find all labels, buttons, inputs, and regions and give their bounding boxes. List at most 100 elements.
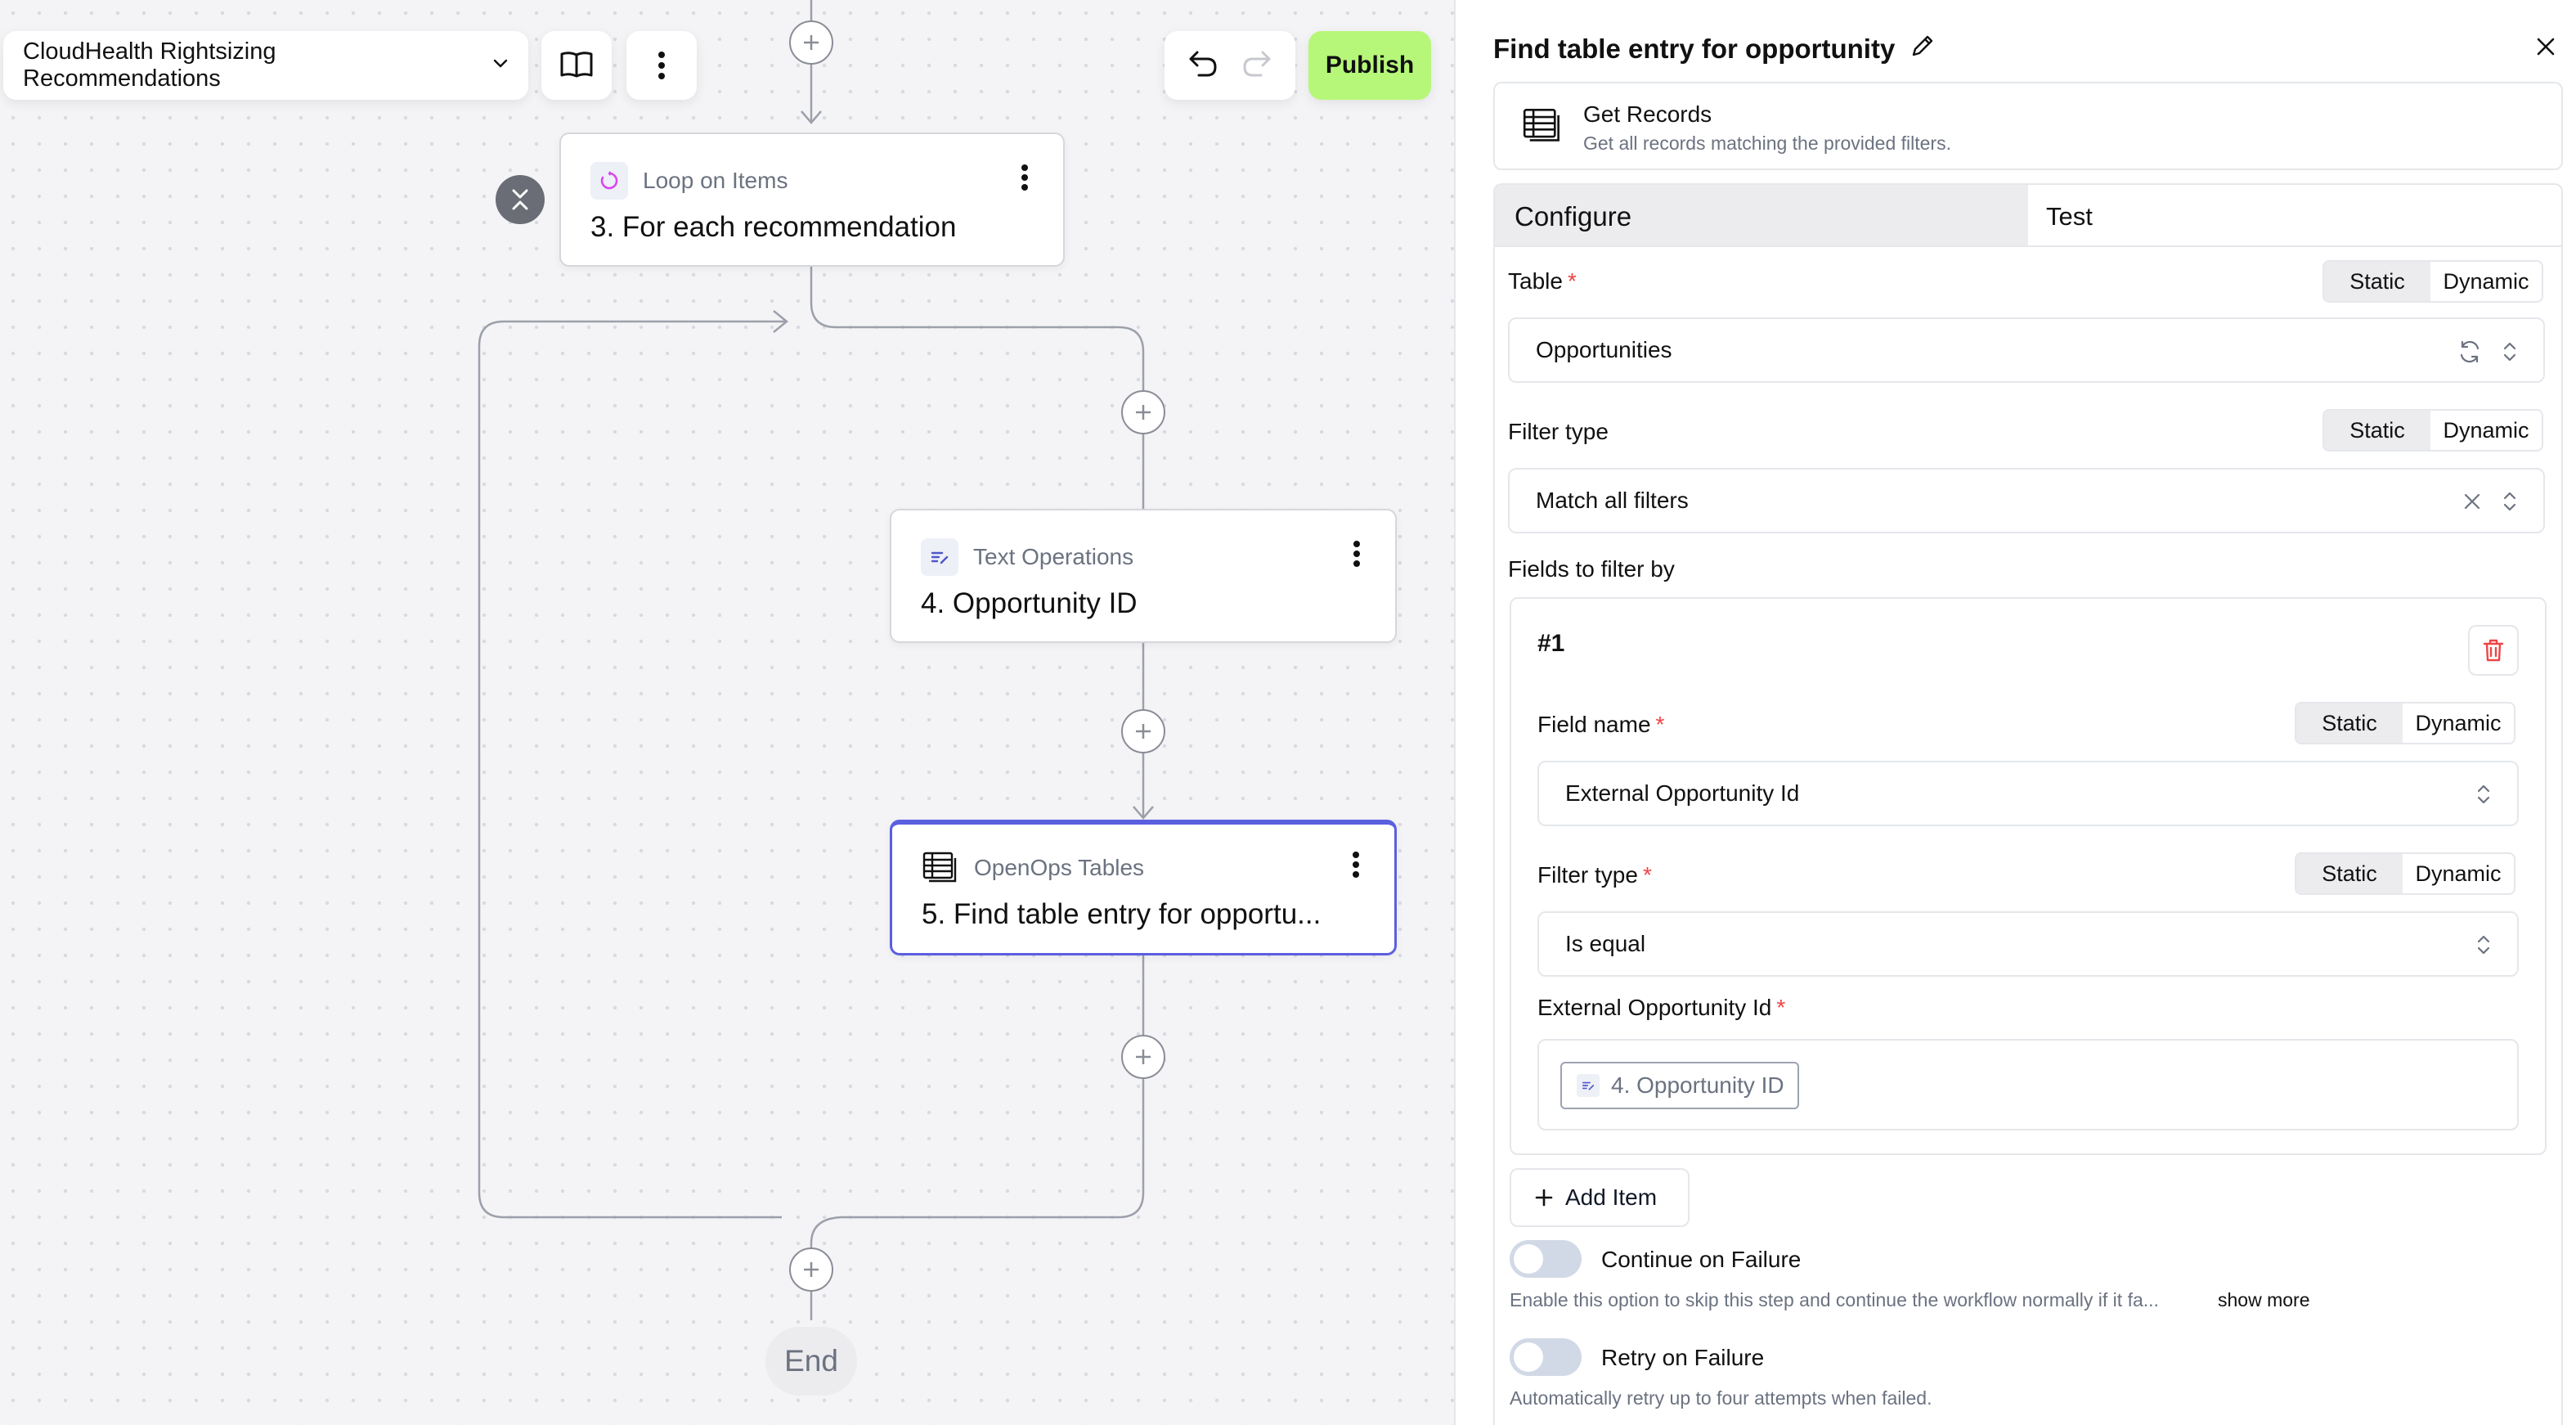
inner-filter-type-mode-toggle: Static Dynamic xyxy=(2295,852,2515,895)
action-name: Get Records xyxy=(1583,101,1712,127)
step-card-loop[interactable]: Loop on Items 3. For each recommendation xyxy=(559,133,1065,267)
field-name-select[interactable]: External Opportunity Id xyxy=(1537,761,2519,826)
edit-title-button[interactable] xyxy=(1910,33,1936,65)
add-item-label: Add Item xyxy=(1565,1185,1658,1210)
value-label: External Opportunity Id* xyxy=(1537,995,1786,1020)
table-select-value: Opportunities xyxy=(1536,337,1672,362)
inner-filter-type-select[interactable]: Is equal xyxy=(1537,911,2519,977)
undo-icon xyxy=(1189,51,1217,76)
table-label: Table* xyxy=(1508,268,1577,294)
show-more-link[interactable]: show more xyxy=(2218,1289,2310,1310)
retry-on-failure-switch[interactable] xyxy=(1510,1338,1582,1376)
panel-title-text: Find table entry for opportunity xyxy=(1493,34,1896,64)
action-description: Get all records matching the provided fi… xyxy=(1583,133,1951,154)
chevron-down-icon xyxy=(491,52,510,79)
table-icon xyxy=(1523,108,1562,148)
clear-icon[interactable] xyxy=(2462,491,2483,512)
static-option[interactable]: Static xyxy=(2296,704,2403,743)
flow-title-text: CloudHealth Rightsizing Recommendations xyxy=(23,38,276,92)
add-step-button[interactable] xyxy=(1121,709,1165,753)
delete-filter-button[interactable] xyxy=(2468,625,2519,676)
dynamic-option[interactable]: Dynamic xyxy=(2415,861,2502,886)
plus-icon xyxy=(1136,405,1151,420)
text-operations-icon xyxy=(921,538,958,576)
static-option[interactable]: Static xyxy=(2296,854,2403,893)
trash-icon xyxy=(2483,639,2504,662)
book-open-icon xyxy=(560,52,593,78)
field-name-select-value: External Opportunity Id xyxy=(1565,780,1800,806)
step-title: 3. For each recommendation xyxy=(590,211,957,243)
kebab-menu-icon xyxy=(1021,164,1028,191)
step-card-openops-tables[interactable]: OpenOps Tables 5. Find table entry for o… xyxy=(890,820,1397,955)
panel-tabs: Configure Test xyxy=(1493,183,2563,247)
kebab-menu-icon xyxy=(1353,852,1359,878)
retry-on-failure-hint: Automatically retry up to four attempts … xyxy=(1510,1387,1932,1409)
table-icon xyxy=(922,849,959,887)
filter-item-group: #1 Field name* Static Dynamic External O… xyxy=(1510,597,2547,1155)
text-operations-icon xyxy=(1577,1074,1600,1097)
continue-on-failure-switch[interactable] xyxy=(1510,1240,1582,1278)
close-panel-button[interactable] xyxy=(2535,36,2556,61)
table-mode-toggle: Static Dynamic xyxy=(2322,260,2543,303)
plus-icon xyxy=(1136,1050,1151,1064)
plus-icon xyxy=(804,35,819,50)
dynamic-option[interactable]: Dynamic xyxy=(2443,417,2529,443)
field-name-mode-toggle: Static Dynamic xyxy=(2295,702,2515,744)
flow-title-dropdown[interactable]: CloudHealth Rightsizing Recommendations xyxy=(3,31,528,100)
kebab-menu-icon xyxy=(658,52,665,79)
add-item-button[interactable]: Add Item xyxy=(1510,1168,1690,1227)
filter-type-select-value: Match all filters xyxy=(1536,488,1689,513)
pencil-icon xyxy=(1913,35,1933,56)
action-card[interactable]: Get Records Get all records matching the… xyxy=(1493,82,2563,170)
token-label: 4. Opportunity ID xyxy=(1611,1072,1784,1098)
step-app-name: Loop on Items xyxy=(643,168,788,193)
dynamic-option[interactable]: Dynamic xyxy=(2415,710,2502,735)
panel-title: Find table entry for opportunity xyxy=(1493,33,1936,65)
add-step-button[interactable] xyxy=(789,1247,833,1292)
step-options-button[interactable] xyxy=(1021,164,1029,196)
plus-icon xyxy=(804,1262,819,1277)
plus-icon xyxy=(1136,724,1151,739)
table-select[interactable]: Opportunities xyxy=(1508,317,2545,383)
static-option[interactable]: Static xyxy=(2324,411,2430,450)
step-card-text-operations[interactable]: Text Operations 4. Opportunity ID xyxy=(890,509,1397,643)
redo-button[interactable] xyxy=(1240,49,1272,83)
collapse-icon xyxy=(512,189,528,210)
static-option[interactable]: Static xyxy=(2324,262,2430,301)
undo-redo-group xyxy=(1165,31,1295,100)
collapse-loop-button[interactable] xyxy=(496,175,545,224)
step-title: 5. Find table entry for opportu... xyxy=(922,898,1322,930)
inner-filter-type-label: Filter type* xyxy=(1537,862,1652,888)
end-node: End xyxy=(765,1327,857,1396)
continue-on-failure-label: Continue on Failure xyxy=(1601,1247,1802,1272)
filter-type-label: Filter type xyxy=(1508,419,1609,444)
dynamic-option[interactable]: Dynamic xyxy=(2443,268,2529,294)
docs-button[interactable] xyxy=(541,31,612,100)
chevron-up-down-icon xyxy=(2477,784,2490,804)
publish-button[interactable]: Publish xyxy=(1308,31,1431,100)
flow-more-options-button[interactable] xyxy=(626,31,697,100)
close-icon xyxy=(2537,38,2555,56)
tab-configure[interactable]: Configure xyxy=(1495,185,2028,247)
field-name-label: Field name* xyxy=(1537,712,1665,737)
step-options-button[interactable] xyxy=(1352,851,1360,883)
fields-to-filter-label: Fields to filter by xyxy=(1508,556,1675,582)
plus-icon xyxy=(1535,1189,1553,1207)
tab-test[interactable]: Test xyxy=(2046,202,2093,231)
add-step-button[interactable] xyxy=(1121,1035,1165,1079)
add-step-button[interactable] xyxy=(1121,390,1165,434)
opportunity-id-token[interactable]: 4. Opportunity ID xyxy=(1560,1062,1799,1109)
refresh-icon[interactable] xyxy=(2457,339,2483,365)
chevron-up-down-icon xyxy=(2477,935,2490,955)
continue-on-failure-hint: Enable this option to skip this step and… xyxy=(1510,1289,2159,1310)
step-options-button[interactable] xyxy=(1353,540,1361,572)
flow-canvas[interactable]: CloudHealth Rightsizing Recommendations … xyxy=(0,0,1454,1425)
chevron-up-down-icon xyxy=(2503,492,2516,511)
add-step-button[interactable] xyxy=(789,20,833,65)
filter-type-select[interactable]: Match all filters xyxy=(1508,468,2545,533)
undo-button[interactable] xyxy=(1187,49,1220,83)
step-app-name: Text Operations xyxy=(973,544,1134,569)
filter-item-number: #1 xyxy=(1537,630,1565,657)
value-input[interactable]: 4. Opportunity ID xyxy=(1537,1039,2519,1131)
inner-filter-type-select-value: Is equal xyxy=(1565,931,1646,956)
